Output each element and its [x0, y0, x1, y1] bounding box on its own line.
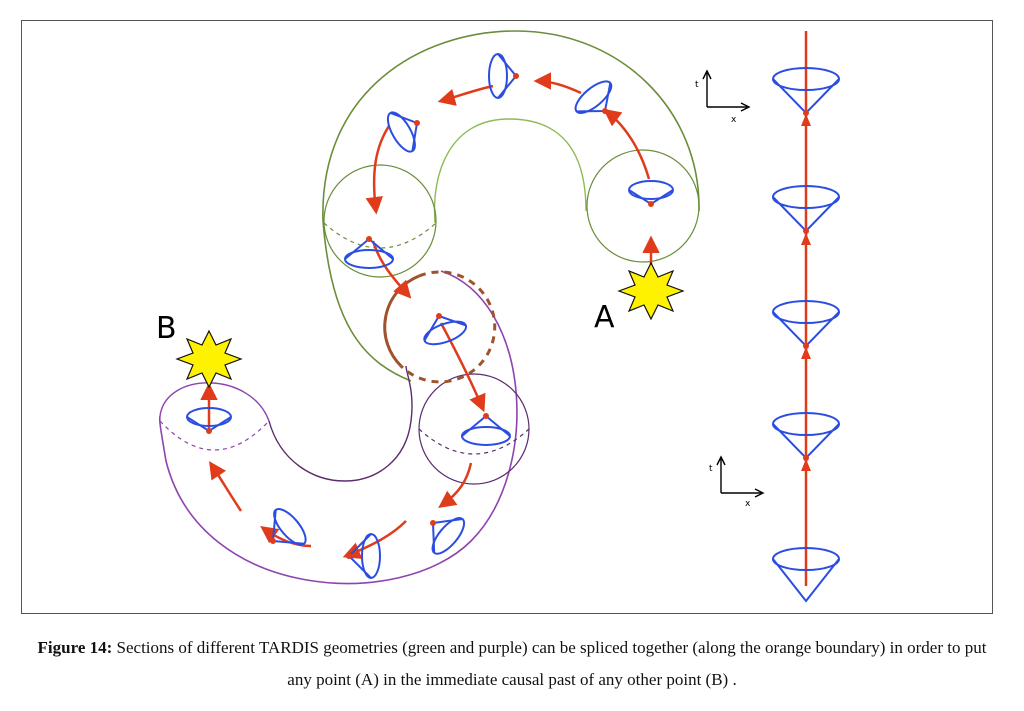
worldline-events-curve: [206, 73, 654, 559]
axes-bottom: [716, 455, 765, 498]
light-cone: [461, 414, 511, 446]
worldline-events-straight: [803, 110, 809, 461]
worldline-straight: [801, 31, 811, 586]
light-cone: [347, 533, 381, 579]
figure-frame: A B t x: [21, 20, 993, 614]
tardis-diagram: A B t x: [156, 30, 840, 603]
light-cone: [628, 180, 674, 206]
event-burst-b: [175, 329, 243, 389]
green-section-right: [586, 149, 700, 263]
light-cone: [386, 111, 419, 153]
light-cone: [431, 517, 466, 555]
purple-geometry: [158, 270, 530, 585]
light-cone: [344, 237, 394, 269]
axis-bottom-x-label: x: [745, 499, 751, 509]
axes-top: [702, 69, 751, 112]
event-burst-a: [617, 261, 685, 321]
caption-label: Figure 14:: [37, 638, 113, 657]
point-b-label: B: [156, 311, 177, 346]
caption-text: Sections of different TARDIS geometries …: [112, 638, 987, 689]
axis-top-x-label: x: [731, 115, 737, 125]
figure-caption: Figure 14: Sections of different TARDIS …: [30, 632, 994, 696]
axis-bottom-t-label: t: [709, 464, 713, 474]
worldline-curve: [200, 72, 660, 559]
axis-top-t-label: t: [695, 80, 699, 90]
light-cone: [772, 547, 840, 603]
green-geometry: [322, 30, 700, 382]
light-cone: [488, 53, 518, 99]
point-a-label: A: [594, 300, 615, 335]
green-section-left: [323, 164, 437, 278]
